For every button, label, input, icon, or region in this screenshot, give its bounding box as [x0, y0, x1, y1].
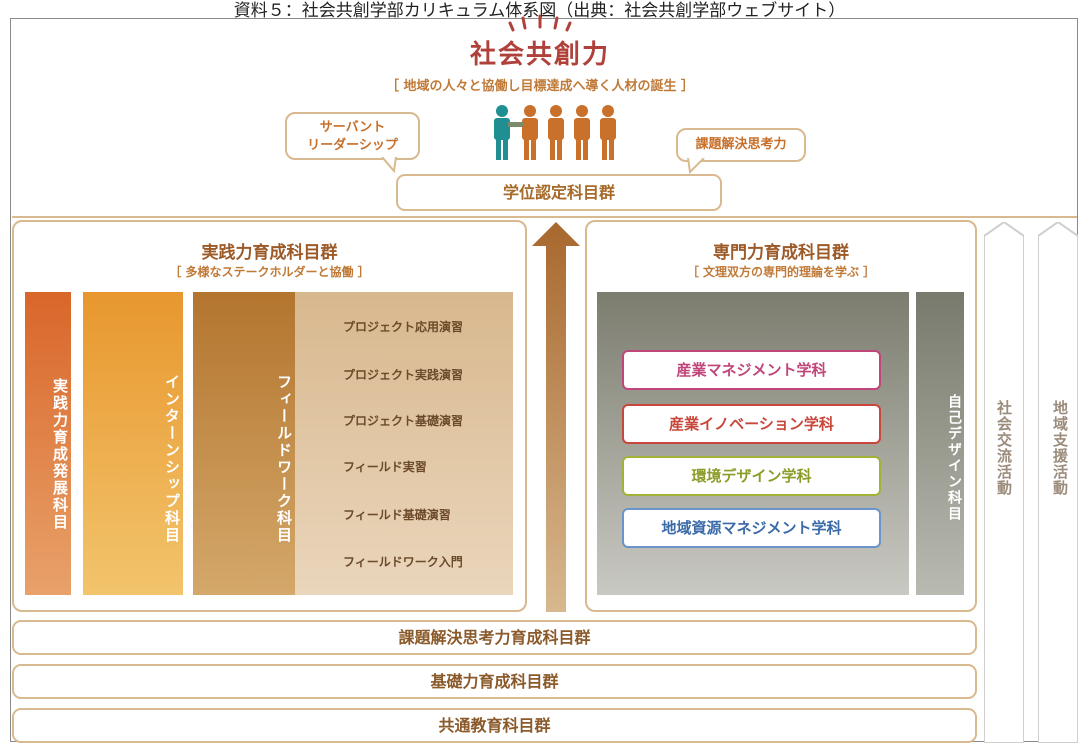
list-item: フィールドワーク入門 [343, 555, 463, 569]
bubble-tail-icon [381, 157, 397, 173]
social-exchange-label: 社会交流活動 [995, 400, 1013, 496]
list-item: プロジェクト基礎演習 [343, 414, 464, 428]
bubble-line-1: サーバント [319, 120, 386, 135]
departments-box: 産業マネジメント学科 産業イノベーション学科 環境デザイン学科 地域資源マネジメ… [597, 292, 909, 595]
list-item: プロジェクト応用演習 [343, 320, 464, 334]
bubble-tail-icon [687, 158, 705, 174]
self-design-column: 自己デザイン科目 [916, 292, 964, 595]
regional-support-label: 地域支援活動 [1051, 400, 1069, 496]
department-environmental-design: 環境デザイン学科 [622, 456, 881, 496]
general-education-bar: 共通教育科目群 [12, 708, 977, 743]
specialist-panel-title: 専門力育成科目群 [713, 243, 849, 263]
advanced-practice-column: 実践力育成発展科目 [25, 292, 71, 595]
sun-rays-icon [508, 14, 572, 32]
speech-bubble-servant-leadership: サーバント リーダーシップ [285, 112, 420, 160]
main-title: 社会共創力 [469, 40, 610, 70]
list-item: プロジェクト実践演習 [343, 368, 464, 382]
people-handshake-icon [494, 105, 616, 160]
department-industrial-management: 産業マネジメント学科 [622, 350, 881, 390]
list-item: フィールド基礎演習 [343, 508, 451, 522]
figure-caption: 資料５：社会共創学部カリキュラム体系図（出典：社会共創学部ウェブサイト） [233, 1, 846, 21]
department-industrial-innovation: 産業イノベーション学科 [622, 404, 881, 444]
up-arrow-icon [532, 222, 580, 612]
foundation-skills-bar: 基礎力育成科目群 [12, 664, 977, 699]
divider-line [12, 216, 1077, 218]
department-regional-resource-management: 地域資源マネジメント学科 [622, 508, 881, 548]
practical-panel-title: 実践力育成科目群 [201, 243, 338, 263]
specialist-panel-subtitle: ［ 文理双方の専門的理論を学ぶ ］ [686, 265, 876, 279]
chevron-column-icon [984, 222, 1024, 743]
practical-panel-subtitle: ［ 多様なステークホルダーと協働 ］ [169, 265, 370, 279]
chevron-column-icon [1038, 222, 1078, 743]
program-list: プロジェクト応用演習 プロジェクト実践演習 プロジェクト基礎演習 フィールド実習… [295, 292, 513, 595]
main-subtitle: ［ 地域の人々と協働し目標達成へ導く人材の誕生 ］ [385, 79, 695, 94]
degree-subjects-box: 学位認定科目群 [396, 174, 722, 211]
fieldwork-column: フィールドワーク科目 [193, 292, 295, 595]
list-item: フィールド実習 [343, 460, 427, 474]
bubble-line-2: リーダーシップ [307, 138, 398, 153]
internship-column: インターンシップ科目 [83, 292, 183, 595]
problem-solving-bar: 課題解決思考力育成科目群 [12, 620, 977, 655]
speech-bubble-problem-solving: 課題解決思考力 [676, 128, 806, 162]
